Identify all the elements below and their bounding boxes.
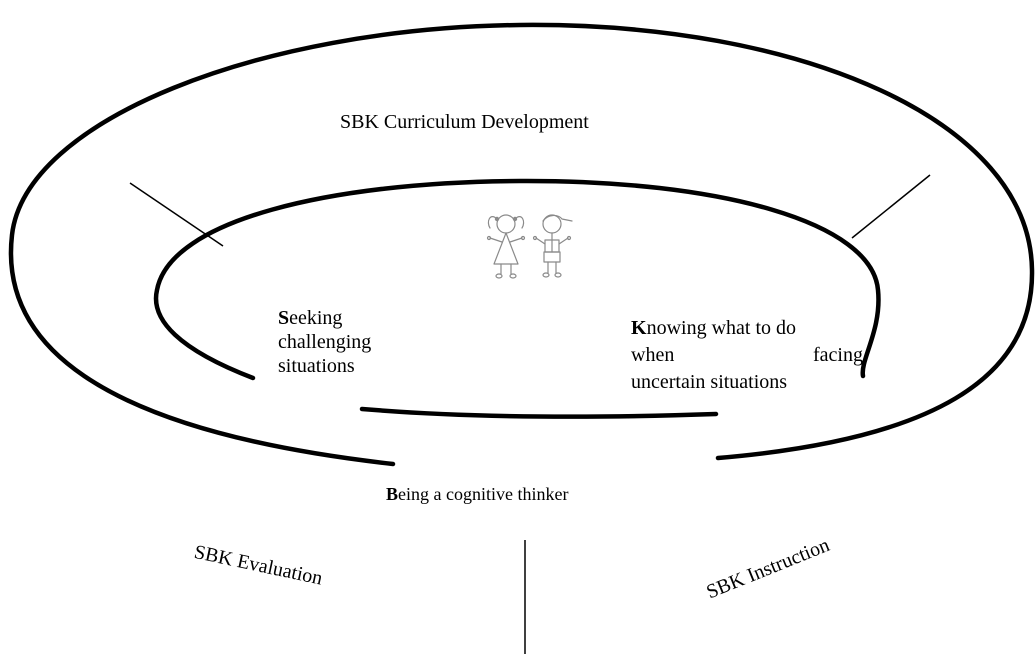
boy-figure-icon	[532, 214, 573, 278]
being-label: Being a cognitive thinker	[386, 482, 568, 506]
seeking-line-1: Seeking	[278, 306, 388, 330]
inner-ring-bottom-segment	[359, 406, 719, 419]
knowing-line-2-word-1: when	[631, 344, 675, 366]
knowing-label: Knowing what to do when facing uncertain …	[631, 315, 863, 396]
girl-figure-icon	[486, 214, 526, 279]
outer-ring	[8, 22, 1035, 467]
knowing-line-3: uncertain situations	[631, 371, 788, 393]
connector-line-left	[129, 182, 224, 247]
seeking-line-3: situations	[278, 355, 355, 377]
outer-ring-label: SBK Curriculum Development	[340, 111, 589, 133]
seeking-line-2: challenging	[278, 331, 372, 353]
seeking-rest: eeking	[289, 307, 343, 329]
knowing-line-1: Knowing what to do	[631, 315, 863, 342]
seeking-initial: S	[278, 307, 290, 329]
knowing-initial: K	[631, 317, 647, 339]
being-initial: B	[386, 484, 399, 504]
connector-line-right	[851, 174, 931, 239]
inner-ring	[153, 178, 881, 381]
seeking-label: Seeking challenging situations	[278, 306, 388, 378]
knowing-line-2-word-2: facing	[813, 344, 863, 366]
knowing-line-2: when facing	[631, 342, 863, 369]
being-rest: eing a cognitive thinker	[398, 484, 569, 504]
knowing-rest: nowing what to do	[646, 317, 796, 339]
